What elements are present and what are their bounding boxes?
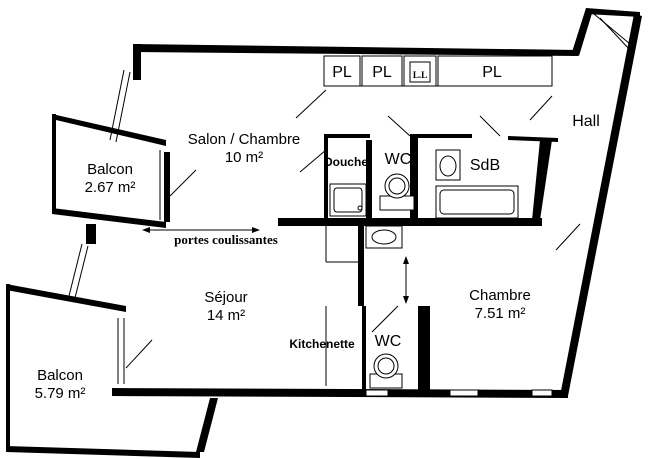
room-area-balcon-1: 2.67 m² <box>85 179 136 196</box>
room-name-balcon-1: Balcon <box>87 161 133 178</box>
room-area-balcon-2: 5.79 m² <box>35 385 86 402</box>
room-name-chambre: Chambre <box>469 287 531 304</box>
room-area-sejour: 14 m² <box>207 307 245 324</box>
closet-pl-1: PL <box>332 64 352 81</box>
room-area-salon: 10 m² <box>225 149 263 166</box>
door-swings <box>125 89 581 386</box>
fixtures <box>329 149 519 389</box>
windows <box>67 13 635 397</box>
sliding-doors-label: portes coulissantes <box>174 232 278 247</box>
sliding-door-arrows <box>142 227 409 304</box>
closets <box>323 55 553 87</box>
room-name-douche: Douche <box>324 155 368 169</box>
room-name-balcon-2: Balcon <box>37 367 83 384</box>
room-name-hall: Hall <box>572 113 600 130</box>
room-name-sdb: SdB <box>470 157 500 174</box>
interior-walls <box>164 134 558 390</box>
room-area-chambre: 7.51 m² <box>475 305 526 322</box>
closet-pl-3: PL <box>482 64 502 81</box>
room-name-wc-2: WC <box>375 333 402 350</box>
room-name-wc-1: WC <box>385 151 412 168</box>
closet-pl-2: PL <box>372 64 392 81</box>
closet-ll: L.L <box>413 70 427 80</box>
room-name-sejour: Séjour <box>204 289 247 306</box>
room-name-kitchenette: Kitchenette <box>289 337 355 351</box>
labels: PL PL L.L PL Balcon 2.67 m² Salon / Cham… <box>35 64 600 402</box>
room-name-salon: Salon / Chambre <box>188 131 301 148</box>
